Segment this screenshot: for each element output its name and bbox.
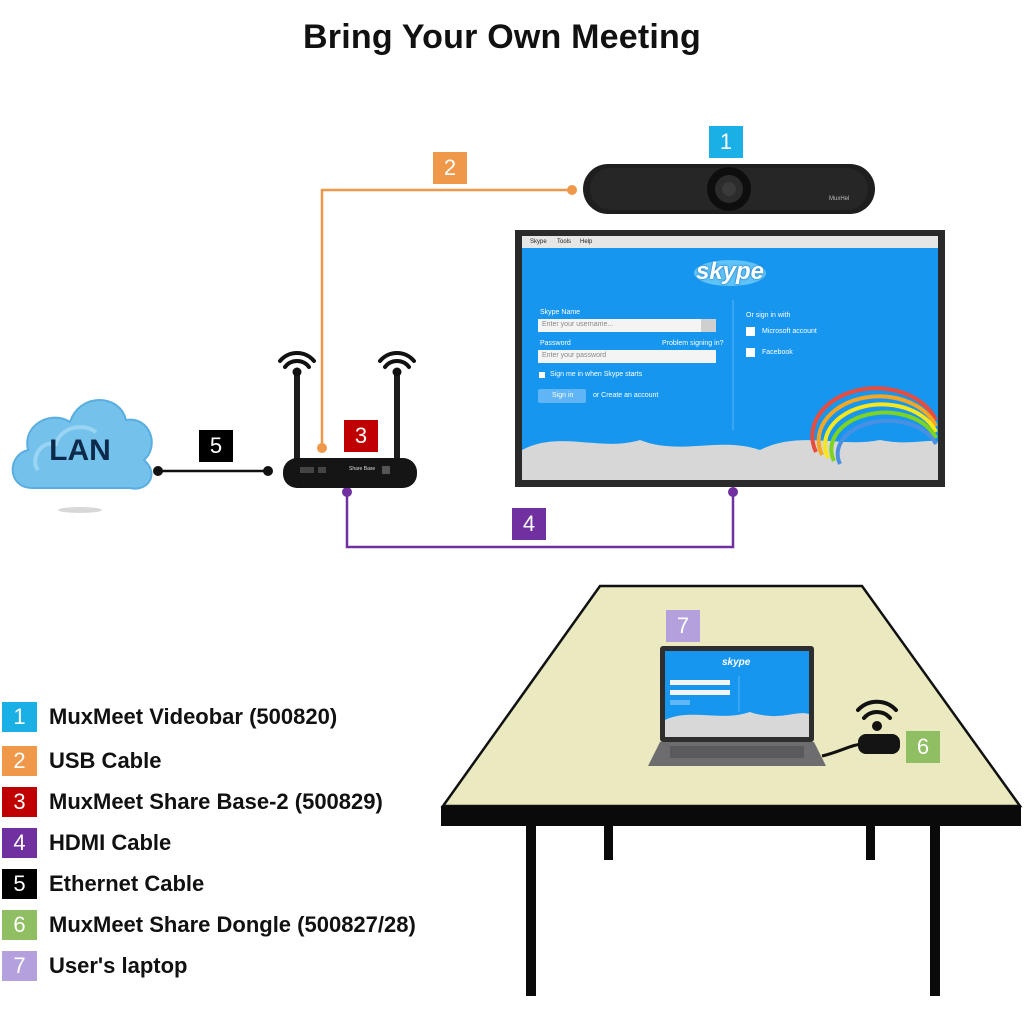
legend-label-7: User's laptop [49,953,188,978]
badge-hdmi-cable: 4 [512,508,546,540]
skype-password-input: Enter your password [542,352,607,359]
badge-usb-cable: 2 [433,152,467,184]
legend-item-2: 2 USB Cable [2,745,161,777]
laptop-skype-logo: skype [722,657,751,668]
legend-swatch-1: 1 [2,702,37,732]
laptop-device [648,646,900,766]
videobar-device [583,164,875,214]
lan-label: LAN [49,434,111,467]
menu-help: Help [580,239,593,245]
page-title: Bring Your Own Meeting [303,18,701,56]
legend-swatch-5: 5 [2,869,37,899]
badge-ethernet-cable: 5 [199,430,233,462]
badge-videobar: 1 [709,126,743,158]
badge-share-base: 3 [344,420,378,452]
skype-name-label: Skype Name [540,309,581,316]
skype-signin-button: Sign in [552,392,574,399]
skype-signin-with: Or sign in with [746,312,791,319]
ethernet-cable [153,466,273,476]
skype-create-account: or Create an account [593,392,659,399]
legend-item-6: 6 MuxMeet Share Dongle (500827/28) [2,909,416,941]
skype-problem-link: Problem signing in? [662,340,724,347]
legend-swatch-4: 4 [2,828,37,858]
skype-microsoft-account: Microsoft account [762,328,817,335]
skype-logo: skype [695,258,765,285]
skype-remember-text: Sign me in when Skype starts [550,371,643,378]
hdmi-cable [342,487,738,549]
lan-cloud-icon [11,399,153,513]
legend-swatch-7: 7 [2,951,37,981]
badge-dongle: 6 [906,731,940,763]
legend-item-3: 3 MuxMeet Share Base-2 (500829) [2,786,383,818]
dongle-wifi-icon [856,699,898,731]
menu-skype: Skype [530,239,547,245]
skype-name-input: Enter your username... [542,321,614,328]
legend-label-3: MuxMeet Share Base-2 (500829) [49,789,383,814]
legend-label-5: Ethernet Cable [49,871,205,896]
legend-item-4: 4 HDMI Cable [2,827,171,859]
legend-item-7: 7 User's laptop [2,950,188,982]
share-base-router [278,350,417,488]
legend-label-2: USB Cable [49,748,162,773]
videobar-brand-text: MuxHel [829,196,850,202]
wifi-icon [278,350,416,377]
legend-swatch-6: 6 [2,910,37,940]
badge-laptop: 7 [666,610,700,642]
legend-swatch-2: 2 [2,746,37,776]
legend-label-6: MuxMeet Share Dongle (500827/28) [49,912,416,937]
menu-tools: Tools [557,239,572,245]
legend-swatch-3: 3 [2,787,37,817]
usb-cable [317,185,577,453]
skype-password-label: Password [540,340,571,347]
legend-label-1: MuxMeet Videobar (500820) [49,704,338,729]
legend-label-4: HDMI Cable [49,830,172,855]
legend-item-1: 1 MuxMeet Videobar (500820) [2,701,337,733]
router-label: Share Base [349,466,376,472]
skype-facebook: Facebook [762,349,793,356]
display-monitor [515,230,945,487]
legend-item-5: 5 Ethernet Cable [2,868,204,900]
